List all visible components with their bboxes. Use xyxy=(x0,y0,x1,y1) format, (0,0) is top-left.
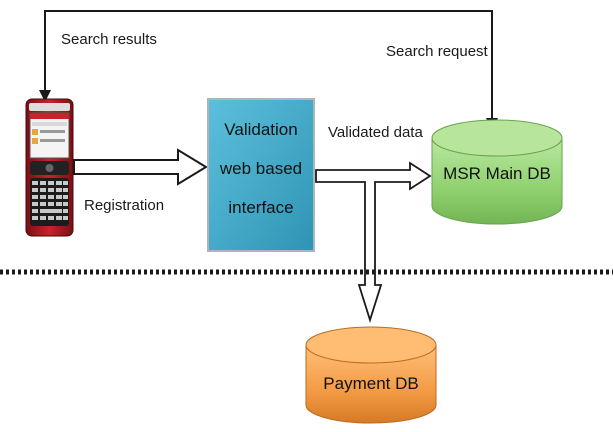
smartphone-icon xyxy=(25,98,74,237)
search-results-label: Search results xyxy=(61,31,157,48)
search-request-label: Search request xyxy=(386,43,489,60)
registration-label: Registration xyxy=(84,197,164,214)
payment-db-cylinder: Payment DB xyxy=(305,326,437,424)
msr-main-db-label: MSR Main DB xyxy=(443,164,551,183)
payment-db-label: Payment DB xyxy=(323,374,418,393)
search-results-arrowhead xyxy=(39,90,51,102)
validated-data-label: Validated data xyxy=(328,124,423,141)
validation-box-line1: Validation xyxy=(224,120,297,139)
validation-box-line2: web based xyxy=(219,159,302,178)
msr-main-db-cylinder: MSR Main DB xyxy=(431,119,563,225)
registration-arrow xyxy=(73,148,208,186)
validated-data-arrow xyxy=(315,161,432,324)
validation-interface-box: Validation web based interface xyxy=(207,98,315,252)
validation-box-line3: interface xyxy=(228,198,293,217)
